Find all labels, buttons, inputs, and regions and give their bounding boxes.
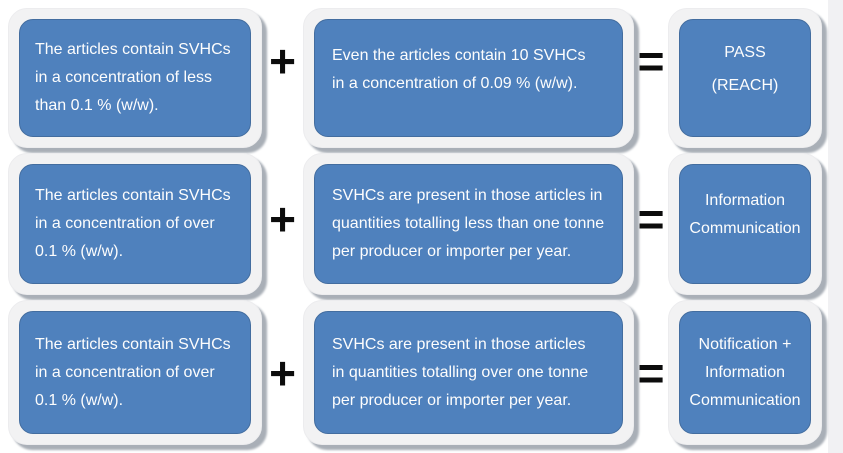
box-text-line: PASS: [724, 44, 766, 61]
box-text-line: per producer or importer per year.: [332, 243, 572, 260]
box-text-line: in quantities totalling over one tonne: [332, 363, 589, 381]
quantity-box-row1: Even the articles contain 10 SVHCs in a …: [303, 8, 634, 148]
box-text-line: Information: [704, 192, 786, 209]
box-text-line: 0.1 % (w/w).: [35, 391, 124, 409]
quantity-box-row2: SVHCs are present in those articles in q…: [303, 153, 634, 295]
box-text-line: 0.1 % (w/w).: [35, 243, 124, 260]
plus-icon: +: [269, 35, 296, 87]
condition-text-row1: The articles contain SVHCs in a concentr…: [19, 19, 251, 137]
condition-box-row2: The articles contain SVHCs in a concentr…: [8, 153, 262, 295]
box-text-line: The articles contain SVHCs: [35, 41, 231, 58]
result-text-row2: Information Communication: [679, 164, 811, 284]
box-text-line: per producer or importer per year.: [332, 391, 572, 409]
box-text-line: Communication: [689, 391, 801, 409]
right-margin-strip: [828, 0, 843, 453]
equals-icon: =: [637, 35, 665, 87]
plus-operator-row2: +: [262, 153, 303, 295]
box-text-line: in a concentration of less: [35, 69, 212, 86]
condition-box-row3: The articles contain SVHCs in a concentr…: [8, 300, 262, 445]
equals-operator-row1: =: [634, 8, 668, 148]
condition-text-row3: The articles contain SVHCs in a concentr…: [19, 311, 251, 434]
equals-icon: =: [637, 346, 665, 399]
box-text-line: Communication: [689, 220, 801, 237]
box-text-line: The articles contain SVHCs: [35, 187, 231, 204]
box-text-line: SVHCs are present in those articles: [332, 335, 586, 353]
box-text-line: Information: [704, 363, 786, 381]
equals-icon: =: [637, 193, 665, 245]
plus-icon: +: [269, 193, 296, 245]
equals-operator-row2: =: [634, 153, 668, 295]
quantity-box-row3: SVHCs are present in those articles in q…: [303, 300, 634, 445]
box-text-line: than 0.1 % (w/w).: [35, 97, 159, 114]
box-text-line: (REACH): [711, 77, 779, 94]
box-text-line: Even the articles contain 10 SVHCs: [332, 47, 586, 64]
box-text-line: The articles contain SVHCs: [35, 335, 231, 353]
quantity-text-row3: SVHCs are present in those articles in q…: [314, 311, 623, 434]
box-text-line: quantities totalling less than one tonne: [332, 215, 605, 232]
plus-operator-row3: +: [262, 300, 303, 445]
quantity-text-row2: SVHCs are present in those articles in q…: [314, 164, 623, 284]
box-text-line: SVHCs are present in those articles in: [332, 187, 603, 204]
result-text-row1: PASS (REACH): [679, 19, 811, 137]
plus-operator-row1: +: [262, 8, 303, 148]
result-box-row2: Information Communication: [668, 153, 822, 295]
diagram-grid: The articles contain SVHCs in a concentr…: [8, 8, 822, 445]
quantity-text-row1: Even the articles contain 10 SVHCs in a …: [314, 19, 623, 137]
result-box-row1: PASS (REACH): [668, 8, 822, 148]
result-text-row3: Notification + Information Communication: [679, 311, 811, 434]
result-box-row3: Notification + Information Communication: [668, 300, 822, 445]
equals-operator-row3: =: [634, 300, 668, 445]
condition-box-row1: The articles contain SVHCs in a concentr…: [8, 8, 262, 148]
condition-text-row2: The articles contain SVHCs in a concentr…: [19, 164, 251, 284]
box-text-line: in a concentration of over: [35, 363, 215, 381]
box-text-line: Notification +: [698, 335, 792, 353]
box-text-line: in a concentration of over: [35, 215, 215, 232]
box-text-line: in a concentration of 0.09 % (w/w).: [332, 75, 578, 92]
plus-icon: +: [269, 346, 296, 399]
